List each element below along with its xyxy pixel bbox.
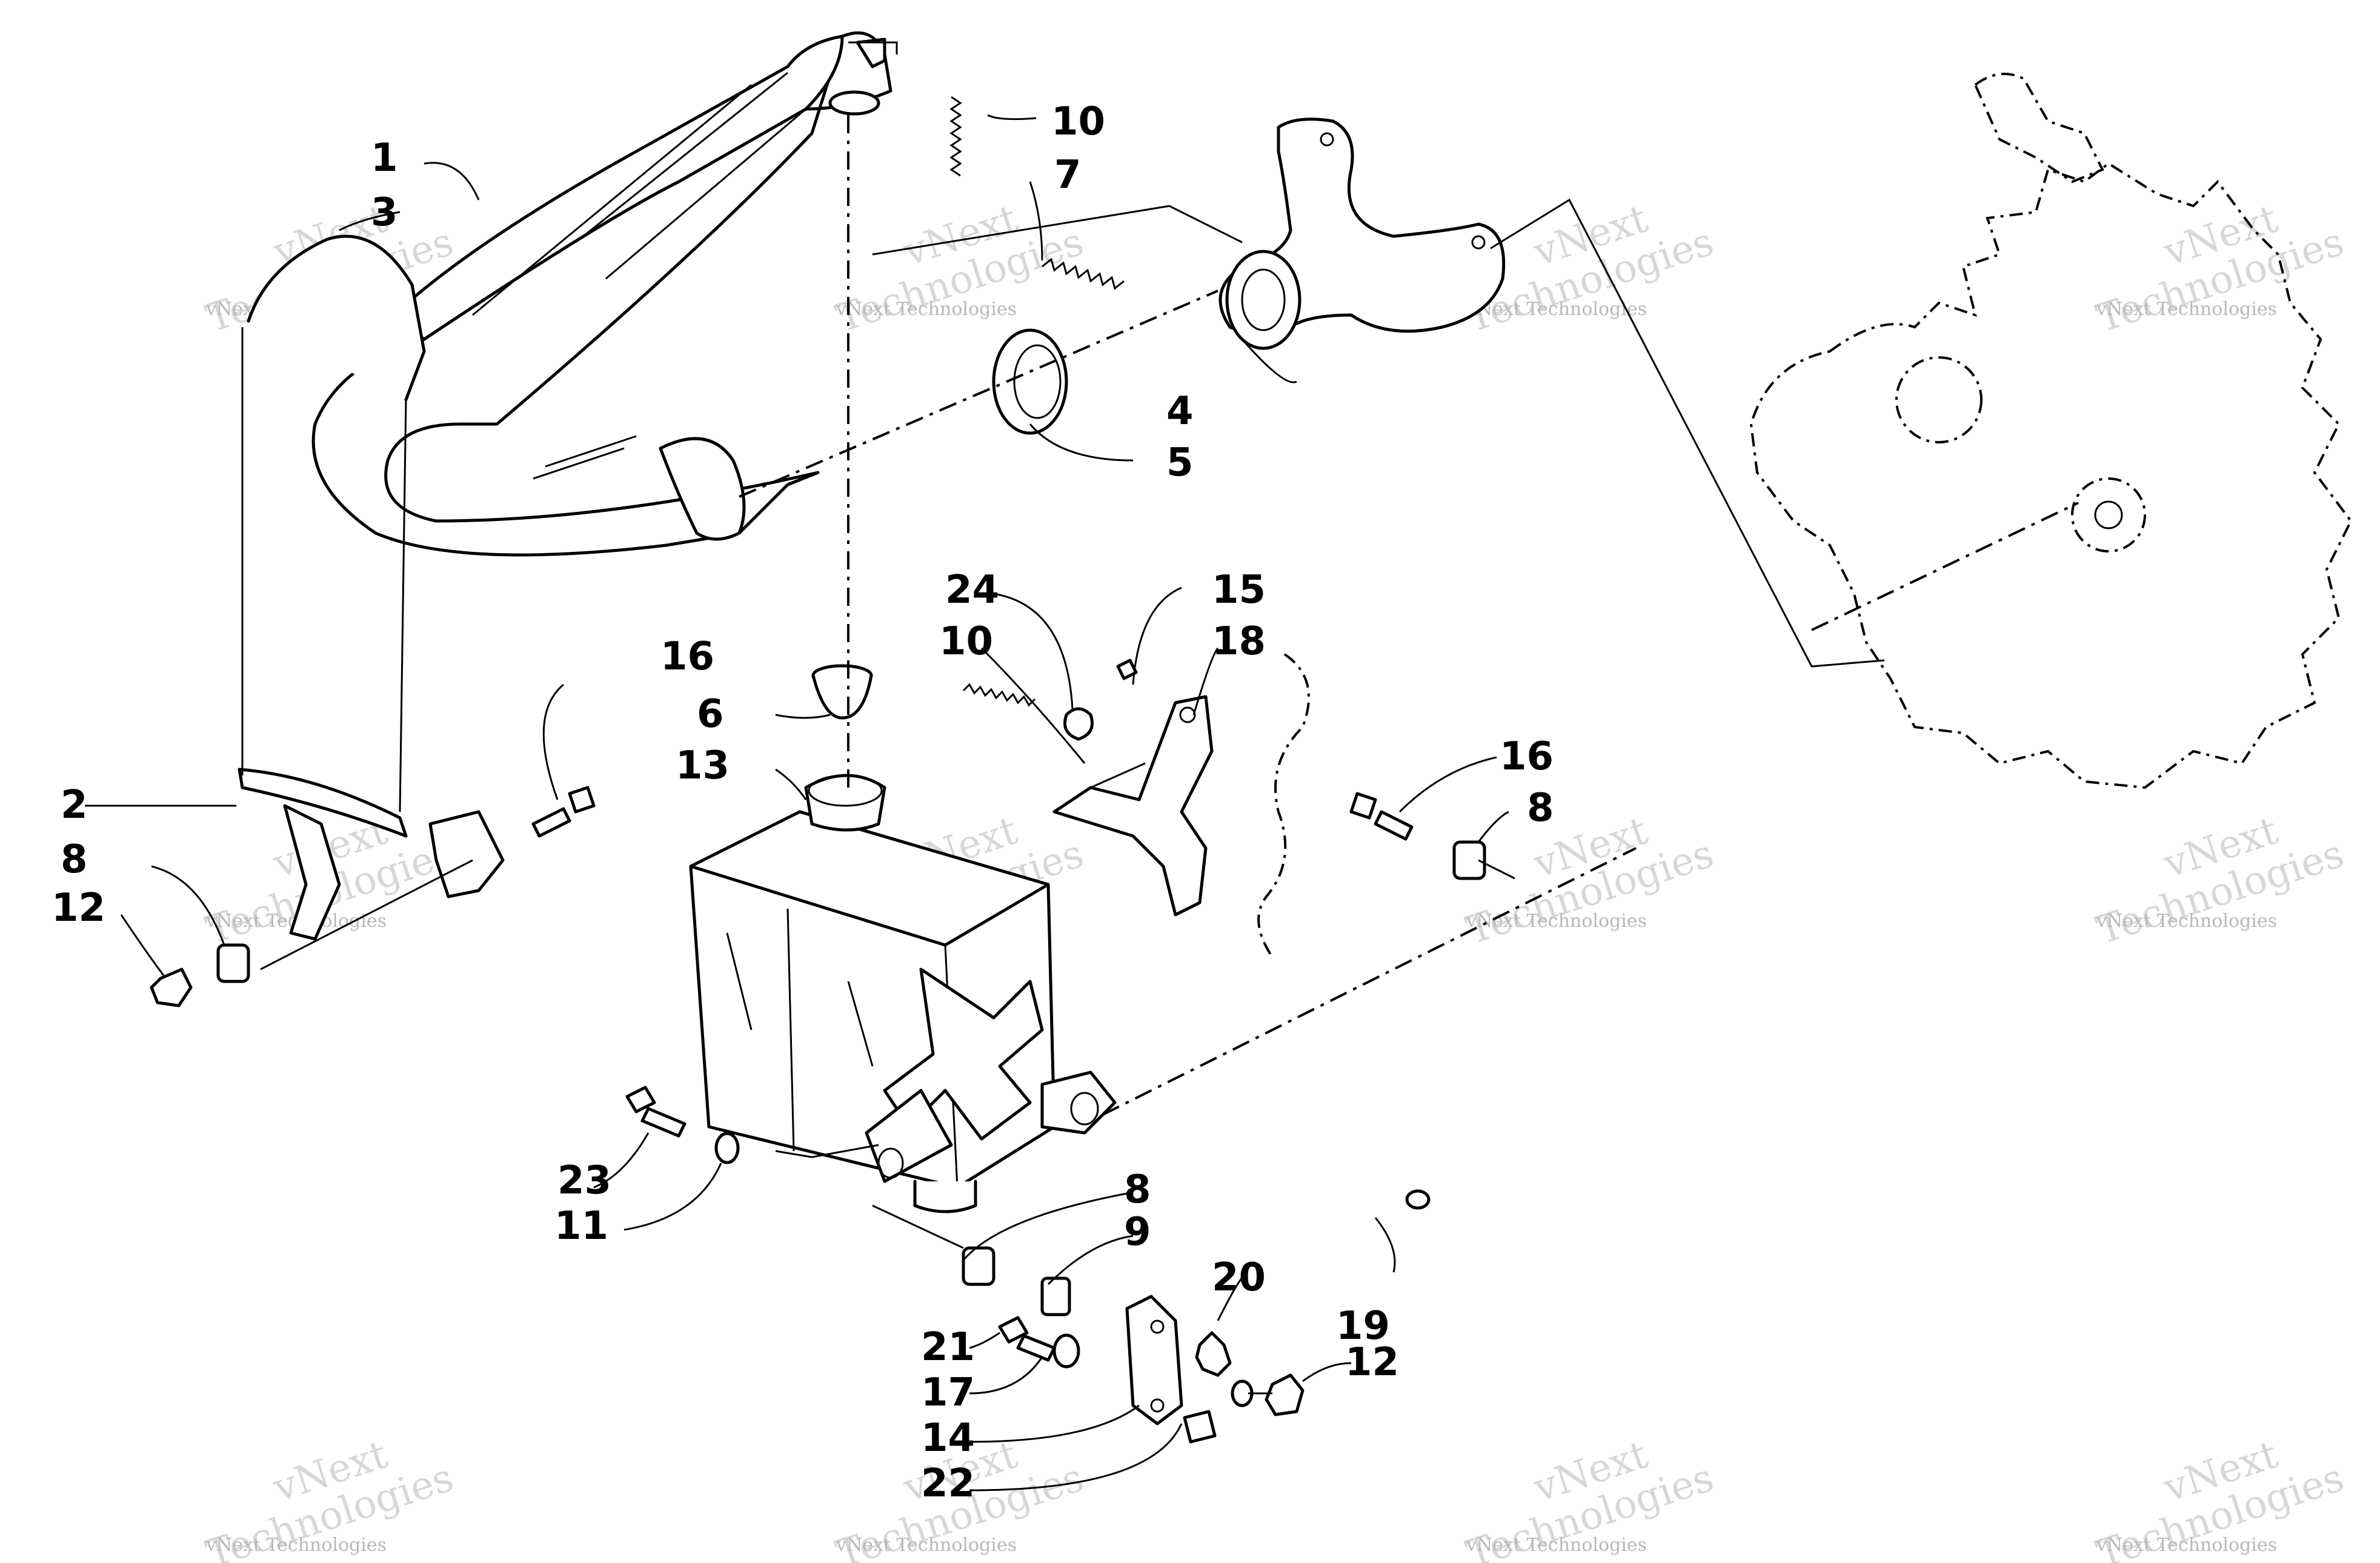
callout-9: 9 xyxy=(1124,1210,1151,1255)
expansion-chamber xyxy=(311,31,892,557)
spring-7 xyxy=(1042,257,1125,290)
callout-leaders xyxy=(85,114,1509,1492)
callout-8b: 8 xyxy=(1527,786,1554,831)
callout-15: 15 xyxy=(1212,568,1266,612)
callout-16a: 16 xyxy=(660,634,714,679)
watermark-small: vNext Technologies xyxy=(1466,911,1647,932)
watermark-small: vNext Technologies xyxy=(2096,1535,2277,1556)
callout-5: 5 xyxy=(1166,440,1194,485)
engine-phantom xyxy=(1257,73,2353,958)
callout-12b: 12 xyxy=(1345,1340,1399,1385)
callout-8a: 8 xyxy=(61,837,88,882)
hardware xyxy=(150,659,1486,1444)
muffler xyxy=(689,774,1117,1213)
callout-22: 22 xyxy=(921,1461,975,1506)
watermark-small: vNext Technologies xyxy=(1466,299,1647,320)
callout-24: 24 xyxy=(945,568,999,612)
exhaust-manifold xyxy=(1218,118,1506,350)
spring-10-top xyxy=(949,96,962,177)
watermark-small: vNext Technologies xyxy=(1466,1535,1647,1556)
callout-labels: 1 2 3 4 5 6 7 8 8 8 9 10 10 11 12 12 13 … xyxy=(52,99,1554,1506)
callout-7: 7 xyxy=(1054,153,1082,197)
callout-13: 13 xyxy=(676,743,730,788)
callout-16b: 16 xyxy=(1500,734,1554,779)
callout-11: 11 xyxy=(554,1204,608,1249)
watermark-small: vNext Technologies xyxy=(836,299,1017,320)
callout-23: 23 xyxy=(557,1158,611,1203)
watermark-small: vNext Technologies xyxy=(2096,911,2277,932)
callout-17: 17 xyxy=(921,1370,975,1415)
callout-14: 14 xyxy=(921,1416,975,1461)
callout-2: 2 xyxy=(61,783,88,828)
callout-1: 1 xyxy=(371,136,398,181)
callout-4: 4 xyxy=(1166,389,1194,434)
callout-12a: 12 xyxy=(52,886,105,931)
callout-6: 6 xyxy=(697,692,724,737)
watermark-small: vNext Technologies xyxy=(2096,299,2277,320)
watermark-small: vNext Technologies xyxy=(205,1535,387,1556)
callout-19: 19 xyxy=(1336,1304,1390,1349)
spring-10-mid xyxy=(962,683,1036,707)
bracket-left xyxy=(238,768,505,941)
watermark-small: vNext Technologies xyxy=(836,1535,1017,1556)
callout-3: 3 xyxy=(371,190,398,235)
callout-20: 20 xyxy=(1212,1255,1266,1300)
center-lines xyxy=(241,41,2079,1395)
bracket-right xyxy=(1052,695,1214,917)
callout-21: 21 xyxy=(921,1325,975,1370)
seal-ring xyxy=(992,328,1068,435)
callout-8c: 8 xyxy=(1124,1167,1151,1212)
spring-wire xyxy=(247,234,426,402)
callout-10b: 10 xyxy=(939,619,993,664)
callout-18: 18 xyxy=(1212,619,1266,664)
grommet-top xyxy=(811,664,873,720)
callout-10a: 10 xyxy=(1051,99,1105,144)
